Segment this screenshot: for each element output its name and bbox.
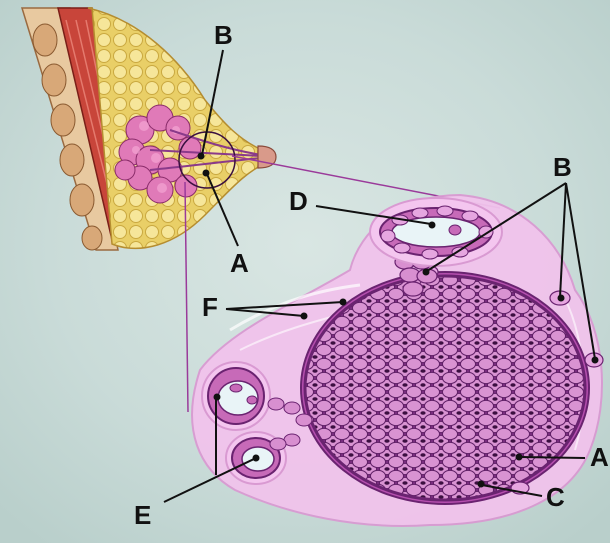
label-b-right: B	[553, 152, 572, 182]
label-c: C	[546, 482, 565, 512]
label-a-right: A	[590, 442, 609, 472]
label-a-top: A	[230, 248, 249, 278]
label-f: F	[202, 292, 218, 322]
label-e: E	[134, 500, 151, 530]
label-d: D	[289, 186, 308, 216]
label-b-top: B	[214, 20, 233, 50]
